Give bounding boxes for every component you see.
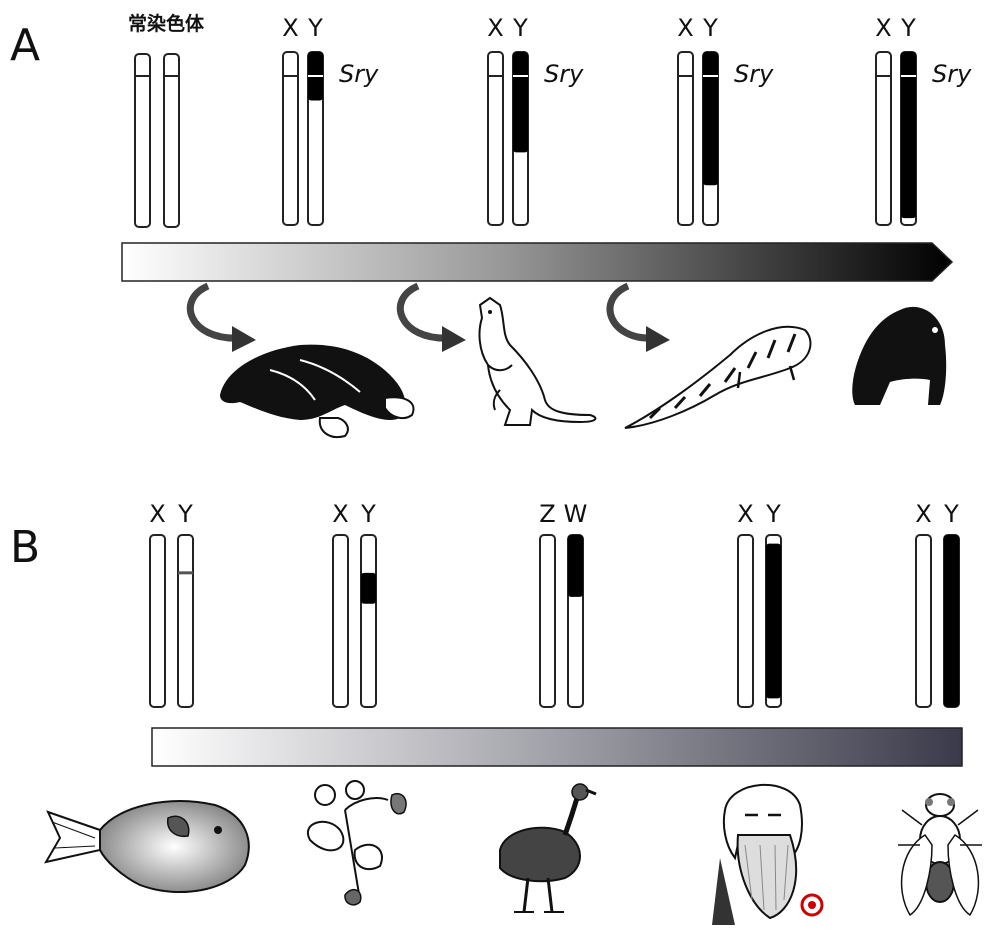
panel-a-left-chrom-label: X	[677, 14, 693, 42]
curved-arrow-3	[606, 282, 670, 352]
left-chromosome	[737, 534, 754, 708]
panel-b-left-chrom-label: X	[332, 500, 348, 528]
sry-gene-label: Sry	[339, 60, 379, 88]
curved-arrow-1	[186, 282, 256, 352]
x-chromosome	[487, 51, 504, 226]
bearded-man-portrait-icon	[712, 784, 824, 925]
platypus-icon	[220, 344, 415, 438]
autosome-left	[134, 53, 151, 228]
y-chromosome-black-region	[901, 52, 916, 219]
panel-a-left-chrom-label: X	[875, 14, 891, 42]
strawberry-plant-icon	[307, 780, 407, 906]
panel-b-right-chrom-label: Y	[177, 500, 193, 528]
panel-b-right-chrom-label: Y	[360, 500, 376, 528]
left-chromosome	[332, 534, 349, 708]
panel-b-left-chrom-label: Z	[539, 500, 555, 528]
x-chromosome	[875, 51, 892, 226]
panel-a-right-chrom-label: Y	[307, 14, 323, 42]
evolution-bar-b	[151, 727, 963, 767]
panel-a-right-chrom-label: Y	[702, 14, 718, 42]
chromosome-dark-region	[766, 543, 781, 699]
pangolin-icon	[624, 325, 812, 429]
panel-b-right-chrom-label: Y	[765, 500, 781, 528]
left-chromosome	[915, 534, 932, 708]
pufferfish-icon	[43, 800, 250, 894]
sry-gene-label: Sry	[544, 60, 584, 88]
chromosome-dark-region	[361, 572, 376, 604]
emu-icon	[499, 783, 597, 913]
right-chromosome	[360, 534, 377, 708]
fruit-fly-icon	[898, 793, 982, 917]
panel-a-left-chrom-label: X	[282, 14, 298, 42]
evolution-arrow-a	[121, 242, 954, 282]
left-chromosome	[539, 534, 556, 708]
curved-arrow-2	[396, 282, 466, 352]
panel-a-label: A	[10, 20, 40, 71]
panel-b-label: B	[10, 522, 40, 573]
autosome-pair	[134, 53, 180, 228]
y-chromosome-black-region	[513, 52, 528, 153]
panel-b-left-chrom-label: X	[149, 500, 165, 528]
panel-a-right-chrom-label: Y	[512, 14, 528, 42]
sry-gene-label: Sry	[734, 60, 774, 88]
chromosome-dark-region	[568, 535, 583, 597]
panel-a-right-chrom-label: Y	[900, 14, 916, 42]
autosome-label: 常染色体	[128, 12, 205, 35]
sry-gene-label: Sry	[932, 60, 972, 88]
gorilla-icon	[852, 306, 947, 405]
x-chromosome	[677, 51, 694, 226]
left-chromosome	[149, 534, 166, 708]
x-chromosome	[282, 51, 299, 226]
panel-b-right-chrom-label: Y	[943, 500, 959, 528]
autosome-right	[163, 53, 180, 228]
right-chromosome	[177, 534, 194, 708]
panel-b-left-chrom-label: X	[737, 500, 753, 528]
panel-a-left-chrom-label: X	[487, 14, 503, 42]
chromosome-dark-region	[944, 535, 959, 707]
panel-b-right-chrom-label: W	[564, 500, 588, 528]
panel-b-left-chrom-label: X	[915, 500, 931, 528]
y-chromosome-black-region	[703, 52, 718, 186]
kangaroo-icon	[478, 296, 597, 426]
